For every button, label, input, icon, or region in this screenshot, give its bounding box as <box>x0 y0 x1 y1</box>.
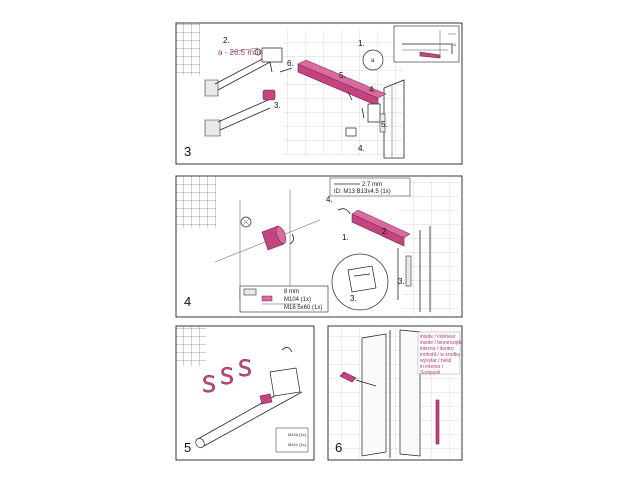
screw-size-label: 2.7 mm <box>362 182 382 188</box>
screw-part-label: ID: M13 B13x4.5 (1x) <box>334 189 391 195</box>
part-label: M101 (1x) <box>288 442 307 447</box>
tile-corner-5 <box>176 326 206 366</box>
svg-text:in interior /: in interior / <box>420 364 444 370</box>
step-label: 5. <box>381 120 388 129</box>
panel-4: 4 8 mm M104 (1x) M16 5x60 (1x) 2.7 mm ID… <box>175 175 463 318</box>
part-label: M16 5x60 (1x) <box>284 305 322 311</box>
step-label: 1. <box>342 233 349 242</box>
svg-text:Sisäpuoli: Sisäpuoli <box>420 370 440 376</box>
svg-text:inside / binnenzijde: inside / binnenzijde <box>420 340 463 346</box>
parts-box-5 <box>275 427 309 453</box>
step-label: 3. <box>350 294 357 303</box>
end-cap <box>262 89 276 101</box>
dimension-label: a - 26.5 mm <box>218 48 261 57</box>
panel-number-3: 3 <box>184 144 191 159</box>
svg-text:innhold / w środku: innhold / w środku <box>420 352 461 358</box>
note-box-6 <box>417 331 461 375</box>
stabilizer-bar-4 <box>351 209 411 247</box>
panel-5: S S S 5 M100 (1x) M101 (1x) <box>175 325 315 461</box>
svg-text:wysyłar / belül: wysyłar / belül <box>420 358 451 364</box>
part-label: M104 (1x) <box>284 297 311 303</box>
panel-number-6: 6 <box>335 440 342 455</box>
drill-size-label: 8 mm <box>284 289 299 295</box>
step-label: 3. <box>398 277 405 286</box>
tile-corner-3 <box>176 23 200 75</box>
step-label: 4. <box>358 144 365 153</box>
screw-spec-box <box>329 177 411 197</box>
svg-text:S: S <box>238 357 252 382</box>
inside-note: inside / intérieur inside / binnenzijde … <box>420 334 463 376</box>
svg-text:S: S <box>202 373 216 398</box>
panel-number-5: 5 <box>184 440 191 455</box>
step-label: 6. <box>287 59 294 68</box>
wall-tiles-4 <box>402 180 460 314</box>
zoom-circle-3 <box>362 49 384 71</box>
s-hooks: S S S <box>202 357 252 398</box>
wall-tiles-3 <box>283 30 403 155</box>
svg-text:inside / intérieur: inside / intérieur <box>420 334 456 340</box>
panel-3: 3 2. a - 26.5 mm 3. 1. 5. 6. 4. 5. 4. a … <box>175 22 463 165</box>
step-label: 2. <box>382 227 389 236</box>
step-label: 4. <box>369 85 376 94</box>
zoom-label: a <box>453 42 456 48</box>
panel-6: inside / intérieur inside / binnenzijde … <box>327 325 463 461</box>
part-label: M100 (1x) <box>288 432 307 437</box>
panel-number-4: 4 <box>184 294 191 309</box>
step-label: 2. <box>223 36 230 45</box>
zoom-label: a <box>371 58 375 64</box>
step-label: 3. <box>274 101 281 110</box>
svg-text:S: S <box>220 365 234 390</box>
step-label: 5. <box>339 71 346 80</box>
wall-plug <box>261 225 287 251</box>
step-label: 4. <box>326 195 333 204</box>
step-label: 1. <box>358 39 365 48</box>
svg-text:interno / dentro: interno / dentro <box>420 346 454 352</box>
tile-corner-4 <box>176 176 216 228</box>
